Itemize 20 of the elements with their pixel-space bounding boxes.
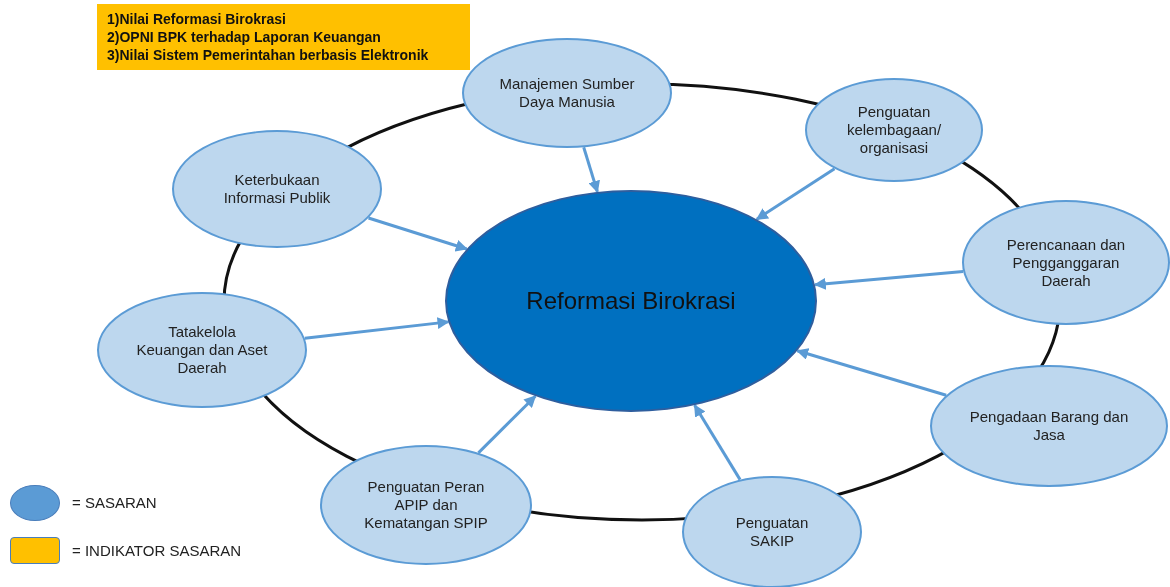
node-label: Penguatan kelembagaan/ organisasi — [845, 103, 943, 157]
indicator-text: 2)OPNI BPK terhadap Laporan Keuangan — [107, 28, 382, 47]
indicator-text: 3)Nilai Sistem Pemerintahan berbasis Elektronik — [107, 46, 430, 65]
arrow — [796, 348, 947, 397]
indicator-box — [97, 4, 470, 70]
node-label: Perencanaan dan Pengganggaran Daerah — [1005, 235, 1127, 290]
arrow — [368, 216, 468, 252]
arrow — [755, 167, 836, 221]
node-label: Pengadaan Barang dan Jasa — [968, 408, 1130, 444]
node-label: Manajemen Sumber Daya Manusia — [498, 75, 636, 111]
node-label: Reformasi Birokrasi — [526, 286, 736, 316]
indicator-text: 1)Nilai Reformasi Birokrasi — [107, 10, 287, 29]
arrow — [477, 395, 537, 454]
node-label: Penguatan Peran APIP dan Kematangan SPIP — [363, 478, 489, 532]
node-label: Tatakelola Keuangan dan Aset Daerah — [135, 323, 269, 377]
node-label: Penguatan SAKIP — [734, 514, 810, 550]
arrow — [582, 146, 600, 193]
legend-label: = INDIKATOR SASARAN — [72, 541, 242, 559]
legend-label: = SASARAN — [72, 494, 157, 511]
node-label: Keterbukaan Informasi Publik — [222, 171, 332, 207]
